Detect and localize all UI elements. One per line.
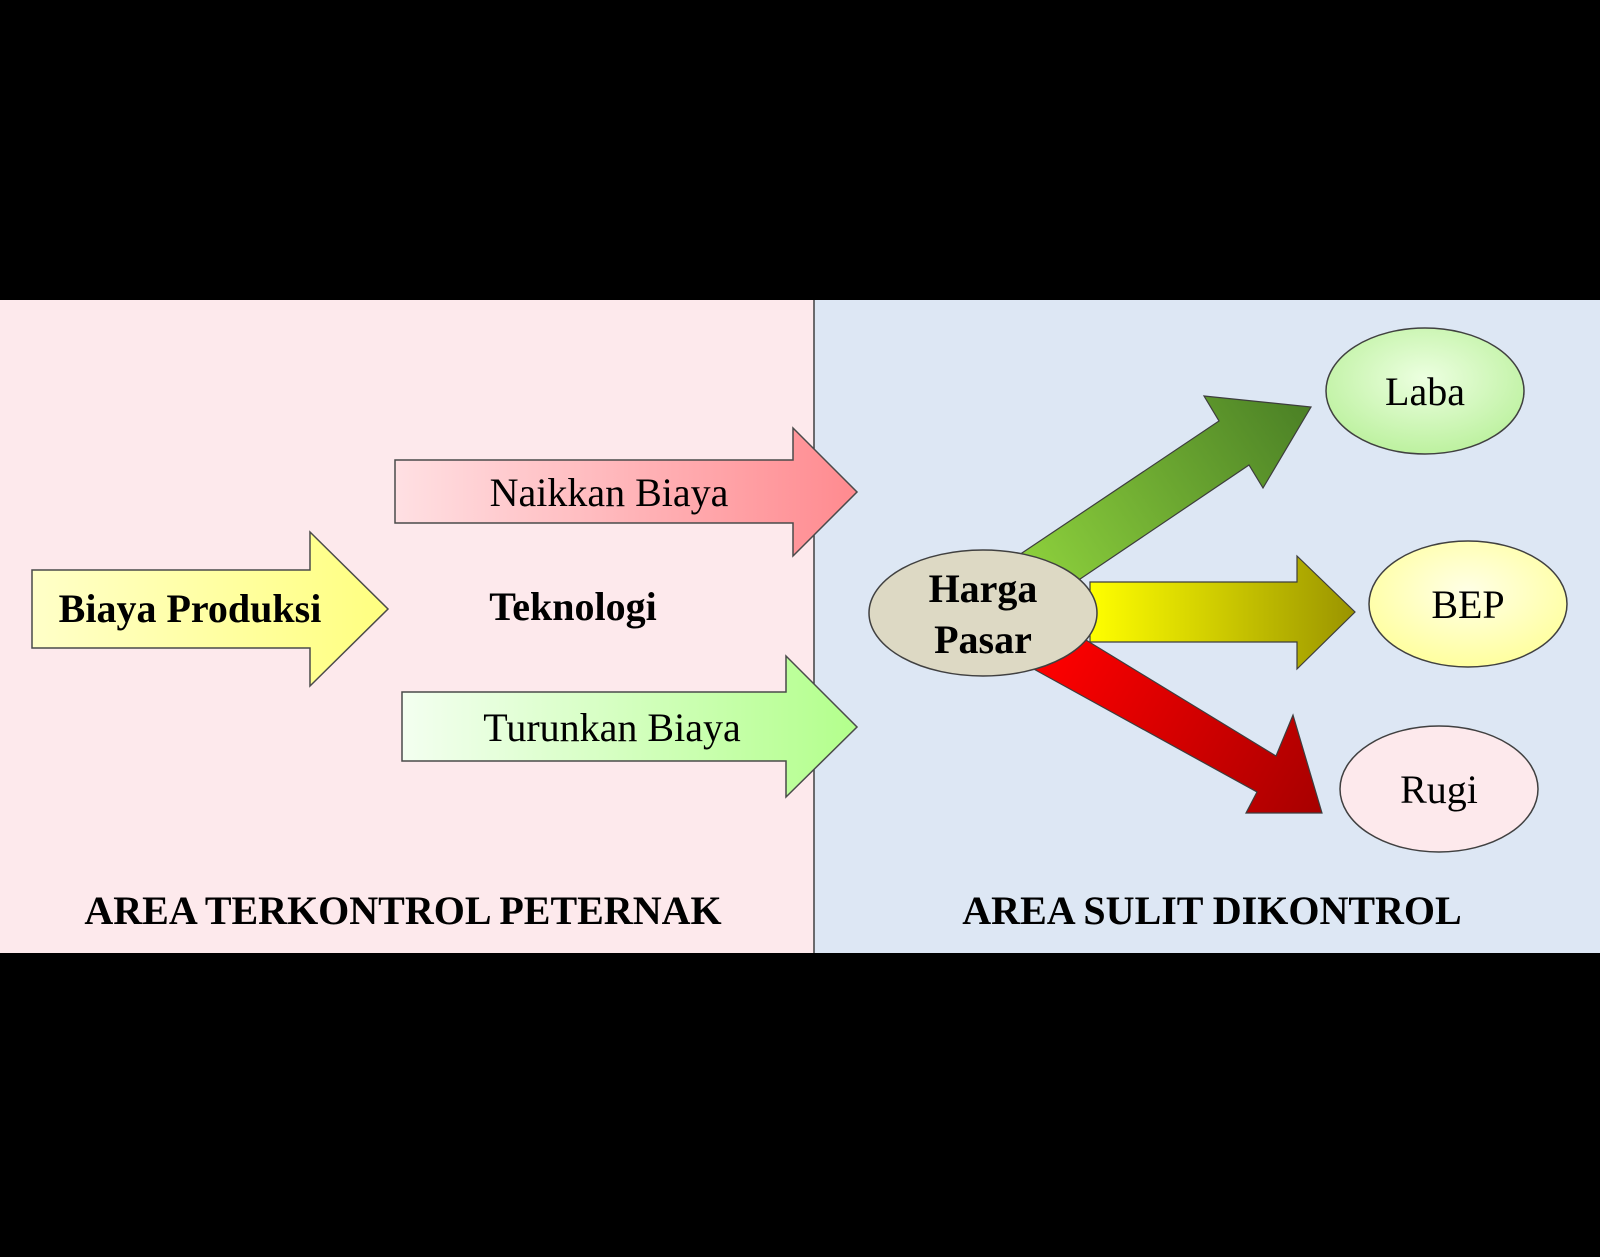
biaya-produksi-label: Biaya Produksi xyxy=(59,586,322,631)
bep-label: BEP xyxy=(1431,582,1504,627)
laba-node xyxy=(1325,327,1525,455)
naikkan-biaya-arrow xyxy=(394,426,859,558)
bep-node xyxy=(1368,540,1568,668)
bep-arrow xyxy=(1089,554,1356,671)
laba-arrow xyxy=(1015,395,1312,599)
harga-pasar-line1: Harga xyxy=(929,566,1038,611)
right-area-title: AREA SULIT DIKONTROL xyxy=(962,888,1461,933)
rugi-node xyxy=(1339,725,1539,853)
laba-label: Laba xyxy=(1385,369,1465,414)
turunkan-biaya-label: Turunkan Biaya xyxy=(483,705,741,750)
left-area-title: AREA TERKONTROL PETERNAK xyxy=(84,888,721,933)
naikkan-biaya-label: Naikkan Biaya xyxy=(490,470,729,515)
turunkan-biaya-arrow xyxy=(401,654,859,799)
rugi-arrow xyxy=(1029,625,1323,814)
teknologi-label: Teknologi xyxy=(489,584,656,629)
rugi-label: Rugi xyxy=(1400,767,1478,812)
harga-pasar-node xyxy=(868,549,1098,677)
harga-pasar-line2: Pasar xyxy=(934,617,1032,662)
biaya-produksi-arrow xyxy=(31,530,390,688)
